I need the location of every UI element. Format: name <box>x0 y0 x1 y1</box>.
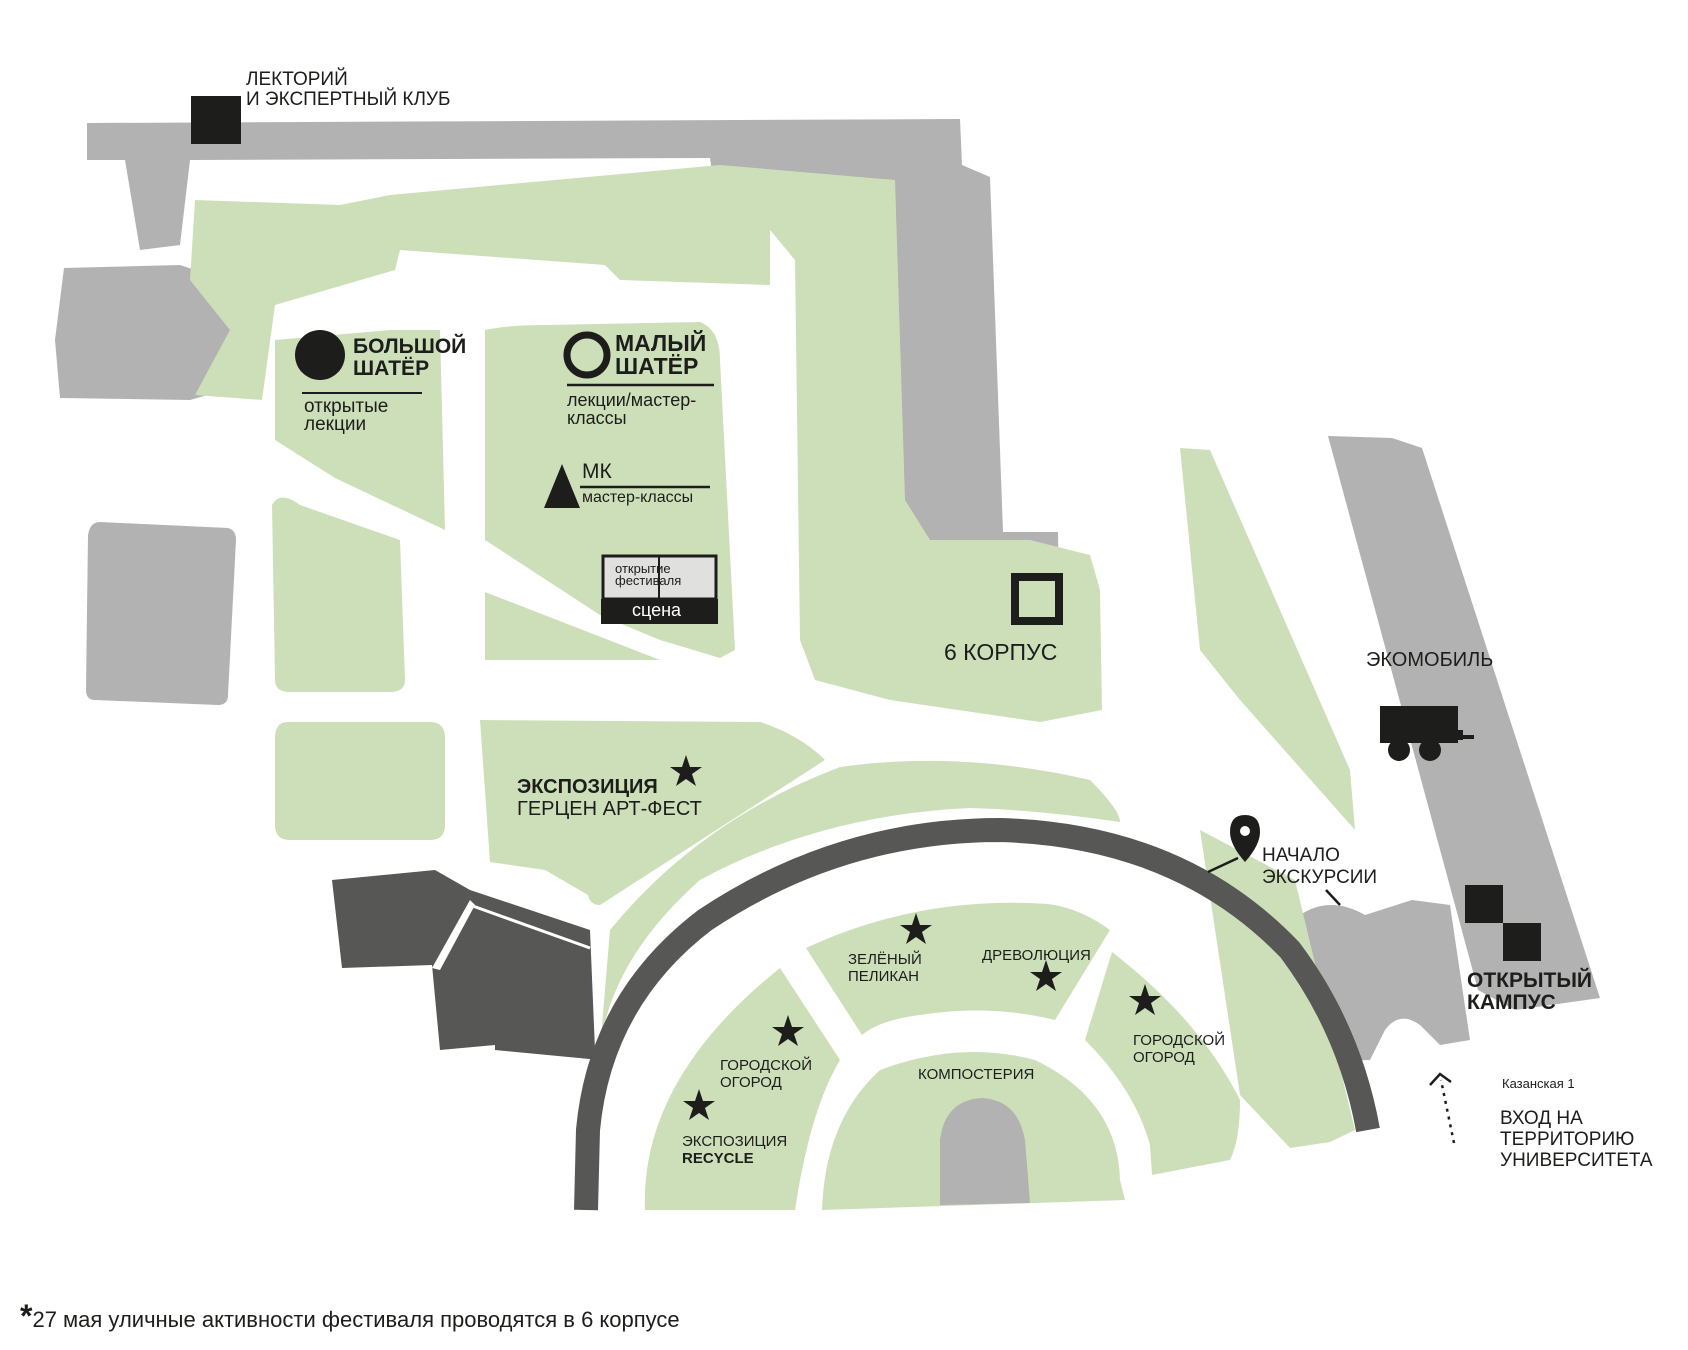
star-icon <box>1030 960 1062 991</box>
lectorium-label-line1: ЛЕКТОРИЙ <box>246 69 348 90</box>
city-garden-right-label-line1: ГОРОДСКОЙ <box>1133 1032 1225 1049</box>
stage-top-label-line1: открытие <box>615 561 671 576</box>
building6-label: 6 КОРПУС <box>944 639 1058 665</box>
tour-start-label-line2: ЭКСКУРСИИ <box>1262 866 1378 888</box>
small-tent-title: МАЛЫЙ ШАТЁР <box>615 332 706 377</box>
east-strip-building <box>1328 436 1600 1010</box>
small-tent-subtitle: лекции/мастер- классы <box>567 390 697 428</box>
green-pelican-label: ЗЕЛЁНЫЙ ПЕЛИКАН <box>848 951 922 986</box>
lawn-stage-south <box>485 592 660 660</box>
exposition-label-line2: ГЕРЦЕН АРТ-ФЕСТ <box>517 798 702 820</box>
city-garden-left-label: ГОРОДСКОЙ ОГОРОД <box>720 1057 812 1092</box>
small-tent-subtitle-line1: лекции/мастер- <box>567 390 697 410</box>
recycle-label-line2: RECYCLE <box>682 1150 754 1168</box>
filled-square-icon <box>191 96 241 144</box>
filled-circle-icon <box>295 330 345 380</box>
recycle-label: ЭКСПОЗИЦИЯ RECYCLE <box>682 1133 787 1168</box>
big-tent-title: БОЛЬШОЙ ШАТЁР <box>353 335 467 381</box>
lawn-square <box>275 722 445 840</box>
lawn-north <box>190 165 1102 722</box>
triangle-icon <box>544 464 580 508</box>
address-label: Казанская 1 <box>1502 1076 1575 1091</box>
west-block-building <box>86 522 236 705</box>
tour-start-label: НАЧАЛО ЭКСКУРСИИ <box>1262 845 1377 889</box>
compostery-label: КОМПОСТЕРИЯ <box>918 1066 1035 1083</box>
small-tent-subtitle-line2: классы <box>567 407 627 428</box>
tour-start-label-line1: НАЧАЛО <box>1262 845 1340 866</box>
map-pin-icon <box>1207 815 1341 906</box>
ring-icon <box>563 331 611 379</box>
big-tent-title-line1: БОЛЬШОЙ <box>353 335 467 358</box>
star-icon <box>1129 984 1161 1015</box>
stars-layer <box>670 755 1161 1120</box>
ecomobile-label: ЭКОМОБИЛЬ <box>1366 649 1494 671</box>
mk-title: МК <box>582 460 612 483</box>
exposition-label: ЭКСПОЗИЦИЯ ГЕРЦЕН АРТ-ФЕСТ <box>517 776 702 820</box>
west-wing-building <box>55 265 245 400</box>
dark-building-gap <box>432 900 475 970</box>
dotted-arrow-icon <box>1429 1072 1456 1144</box>
open-campus-label-line2: КАМПУС <box>1467 991 1556 1015</box>
star-icon <box>772 1015 804 1046</box>
lawn-arc-area <box>600 760 1120 1050</box>
footnote: *27 мая уличные активности фестиваля про… <box>20 1299 680 1342</box>
lectorium-label: ЛЕКТОРИЙ И ЭКСПЕРТНЫЙ КЛУБ <box>246 70 450 110</box>
lawn-big-tent <box>275 330 445 530</box>
big-tent-subtitle-line2: лекции <box>304 414 367 436</box>
lawn-west <box>272 497 405 692</box>
small-tent-title-line1: МАЛЫЙ <box>615 330 707 356</box>
big-tent-subtitle-line1: открытые <box>304 396 389 417</box>
open-campus-label-line1: ОТКРЫТЫЙ <box>1467 969 1593 992</box>
city-garden-left-label-line2: ОГОРОД <box>720 1074 782 1092</box>
stage-icon <box>601 554 718 624</box>
square-frame-icon <box>1011 573 1063 625</box>
lawn-diagonal-east <box>1180 448 1355 830</box>
stage-top-label: открытие фестиваля <box>615 561 682 589</box>
green-layer <box>190 165 1355 1148</box>
city-garden-left-label-line1: ГОРОДСКОЙ <box>720 1057 812 1074</box>
garden-right <box>1085 952 1240 1175</box>
stage-top-label-line2: фестиваля <box>615 573 682 589</box>
recycle-label-line1: ЭКСПОЗИЦИЯ <box>682 1133 788 1150</box>
open-campus-label: ОТКРЫТЫЙ КАМПУС <box>1467 969 1593 1015</box>
entrance-label-line3: УНИВЕРСИТЕТА <box>1500 1149 1653 1171</box>
star-icon <box>900 913 932 944</box>
star-icon <box>683 1089 715 1120</box>
lawn-exposition <box>480 720 825 905</box>
star-icon <box>670 755 702 786</box>
lectorium-label-line2: И ЭКСПЕРТНЫЙ КЛУБ <box>246 88 451 110</box>
footnote-star: * <box>20 1298 33 1334</box>
dark-building <box>332 870 600 1060</box>
dark-building-line <box>469 903 591 950</box>
footnote-text: 27 мая уличные активности фестиваля пров… <box>32 1307 680 1332</box>
city-garden-right-label: ГОРОДСКОЙ ОГОРОД <box>1133 1032 1225 1067</box>
entrance-label-line1: ВХОД НА <box>1500 1108 1583 1129</box>
entrance-label-line2: ТЕРРИТОРИЮ <box>1500 1128 1635 1150</box>
exposition-label-line1: ЭКСПОЗИЦИЯ <box>517 776 658 798</box>
drevolution-label: ДРЕВОЛЮЦИЯ <box>982 947 1091 964</box>
stage-bottom-label: сцена <box>632 600 682 620</box>
ring-path <box>574 817 1380 1211</box>
mk-subtitle: мастер-классы <box>582 489 694 506</box>
big-tent-subtitle: открытые лекции <box>304 396 389 436</box>
truck-icon <box>1380 706 1474 761</box>
city-garden-right-label-line2: ОГОРОД <box>1133 1049 1195 1067</box>
garden-top <box>806 902 1110 1035</box>
checker-squares-icon <box>1465 885 1541 961</box>
green-pelican-label-line1: ЗЕЛЁНЫЙ <box>848 951 922 968</box>
green-pelican-label-line2: ПЕЛИКАН <box>848 968 919 986</box>
dark-buildings-layer <box>332 870 600 1060</box>
compost-shed <box>940 1098 1030 1205</box>
entrance-label: ВХОД НА ТЕРРИТОРИЮ УНИВЕРСИТЕТА <box>1500 1108 1653 1172</box>
big-tent-title-line2: ШАТЁР <box>353 357 430 381</box>
small-tent-title-line2: ШАТЁР <box>615 352 699 379</box>
